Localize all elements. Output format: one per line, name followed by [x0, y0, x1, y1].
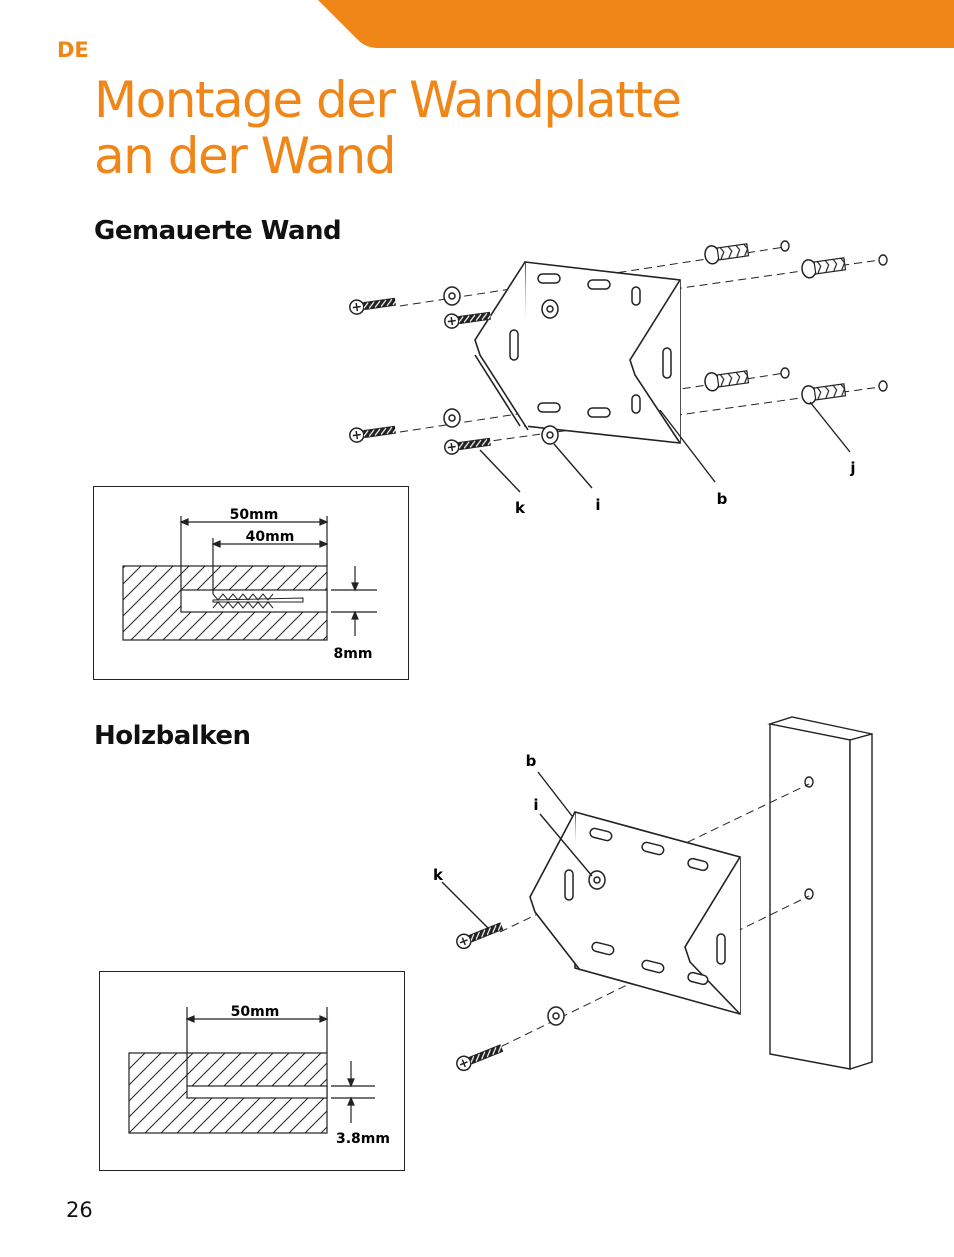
language-label: DE: [57, 38, 89, 62]
screw-k-group: [349, 297, 491, 455]
wall-plate-bracket-wood: [529, 810, 741, 1016]
wall-plate-bracket: [474, 261, 681, 444]
label-i: i: [595, 496, 600, 514]
dimension-50mm: 50mm: [230, 507, 279, 523]
page-title-line-1: Montage der Wandplatte: [94, 71, 682, 129]
header-orange-tab: [318, 0, 954, 48]
page-title: Montage der Wandplatte an der Wand: [94, 71, 682, 185]
label-b-wood: b: [526, 752, 537, 770]
masonry-mounting-diagram: k i b j: [349, 240, 888, 517]
wood-beam-mounting-diagram: b i k: [433, 716, 873, 1072]
label-j: j: [849, 459, 855, 477]
washer-i-group: [443, 286, 559, 445]
dimension-40mm: 40mm: [246, 529, 295, 545]
section-heading-masonry: Gemauerte Wand: [94, 216, 342, 246]
label-b: b: [717, 490, 728, 508]
dimension-8mm: 8mm: [334, 646, 373, 662]
section-heading-wood: Holzbalken: [94, 721, 251, 751]
dimension-3-8mm: 3.8mm: [336, 1131, 390, 1147]
dimension-50mm-wood: 50mm: [231, 1004, 280, 1020]
wood-drill-detail: 50mm 3.8mm: [99, 971, 405, 1171]
label-k: k: [515, 499, 526, 517]
label-k-wood: k: [433, 866, 444, 884]
wood-beam: [767, 716, 873, 1070]
masonry-drill-detail: 50mm 40mm 8mm: [93, 486, 409, 680]
wall-anchor-j-group: [704, 243, 847, 405]
page-number: 26: [66, 1198, 93, 1222]
page-title-line-2: an der Wand: [94, 127, 396, 185]
label-i-wood: i: [533, 796, 538, 814]
